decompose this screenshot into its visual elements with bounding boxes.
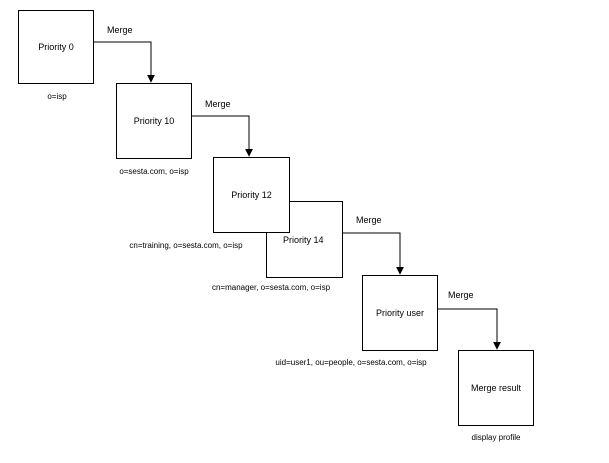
priority-0-label: Priority 0 (38, 41, 74, 52)
priority-12-box: Priority 12 (213, 157, 290, 233)
merge-result-caption: display profile (471, 433, 521, 442)
merge-label-2: Merge (205, 99, 231, 109)
priority-14-label: Priority 14 (283, 235, 324, 245)
priority-user-label: Priority user (375, 307, 424, 318)
merge-result-box: Merge result (458, 350, 534, 426)
merge-arrow-pu-mr (438, 308, 501, 350)
priority-0-caption: o=isp (47, 92, 67, 101)
merge-label-3: Merge (356, 215, 382, 225)
priority-0-box: Priority 0 (18, 10, 94, 84)
priority-user-box: Priority user (362, 275, 438, 351)
priority-12-caption: cn=training, o=sesta.com, o=isp (129, 241, 243, 250)
merge-label-4: Merge (448, 290, 474, 300)
priority-10-box: Priority 10 (116, 83, 192, 159)
priority-10-label: Priority 10 (133, 115, 175, 126)
priority-12-label: Priority 12 (231, 189, 272, 200)
merge-arrow-p0-p10 (94, 41, 155, 83)
priority-14-caption: cn=manager, o=sesta.com, o=isp (211, 283, 331, 292)
merge-arrow-p14-pu (343, 232, 404, 275)
merge-label-1: Merge (107, 25, 133, 35)
priority-user-caption: uid=user1, ou=people, o=sesta.com, o=isp (275, 358, 427, 367)
merge-result-label: Merge result (470, 382, 522, 393)
merge-arrow-p10-p12 (192, 115, 253, 157)
priority-10-caption: o=sesta.com, o=isp (119, 167, 189, 176)
